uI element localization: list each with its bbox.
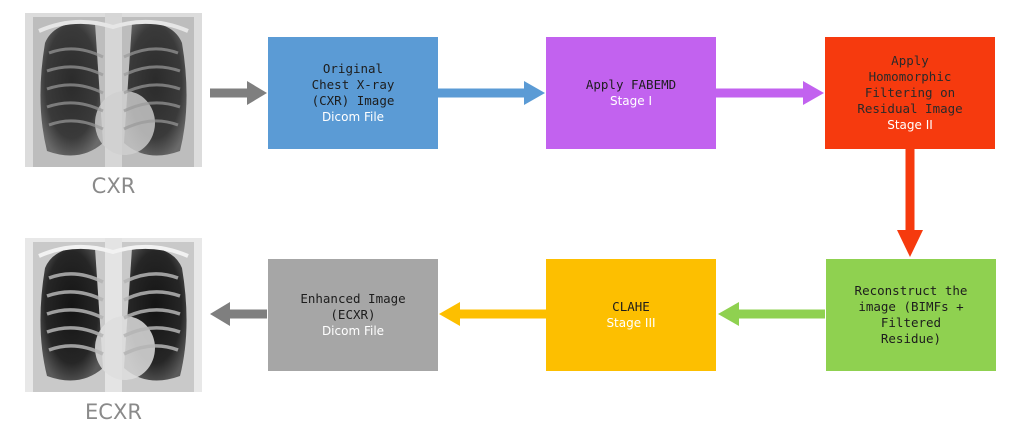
- original-cxr-box: Original Chest X-ray (CXR) Image Dicom F…: [268, 37, 438, 149]
- ecxr-output-image: [25, 238, 202, 392]
- arrow-homomorphic-to-reconstruct: [897, 149, 923, 257]
- arrow-enhanced-to-ecxr: [210, 302, 267, 326]
- clahe-stage-label: Stage III: [606, 315, 656, 330]
- fabemd-box: Apply FABEMD Stage I: [546, 37, 716, 149]
- original-cxr-label: Original Chest X-ray (CXR) Image: [311, 60, 395, 108]
- fabemd-label: Apply FABEMD: [585, 76, 677, 92]
- arrow-original-to-fabemd: [438, 81, 545, 105]
- original-cxr-sublabel: Dicom File: [321, 109, 385, 124]
- enhanced-image-box: Enhanced Image (ECXR) Dicom File: [268, 259, 438, 371]
- ecxr-caption: ECXR: [85, 400, 142, 424]
- enhanced-image-label: Enhanced Image (ECXR): [300, 290, 406, 322]
- cxr-input-image: [25, 13, 202, 167]
- homomorphic-filtering-label: Apply Homomorphic Filtering on Residual …: [857, 52, 963, 116]
- cxr-caption: CXR: [91, 174, 136, 198]
- arrow-reconstruct-to-clahe: [718, 302, 825, 326]
- reconstruct-box: Reconstruct the image (BIMFs + Filtered …: [826, 259, 996, 371]
- enhanced-image-sublabel: Dicom File: [321, 323, 385, 338]
- reconstruct-label: Reconstruct the image (BIMFs + Filtered …: [854, 283, 968, 346]
- homomorphic-stage-label: Stage II: [887, 117, 933, 132]
- arrow-clahe-to-enhanced: [439, 302, 546, 326]
- clahe-label: CLAHE: [612, 298, 650, 314]
- fabemd-stage-label: Stage I: [609, 93, 653, 108]
- arrow-fabemd-to-homomorphic: [716, 81, 824, 105]
- homomorphic-filtering-box: Apply Homomorphic Filtering on Residual …: [825, 37, 995, 149]
- clahe-box: CLAHE Stage III: [546, 259, 716, 371]
- arrow-cxr-to-original: [210, 81, 267, 105]
